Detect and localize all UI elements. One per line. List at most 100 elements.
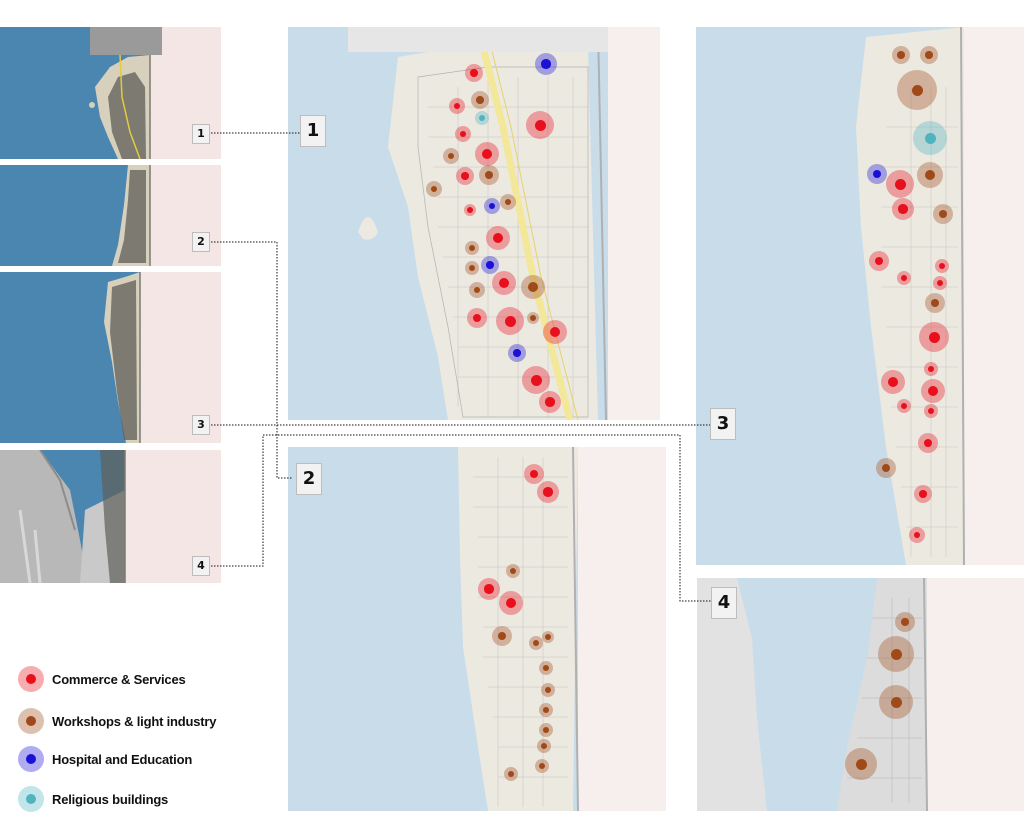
commerce-marker <box>935 259 949 273</box>
legend-item-commerce: Commerce & Services <box>18 664 186 694</box>
workshops-marker <box>479 165 499 185</box>
commerce-marker-core <box>545 397 555 407</box>
detail-map-2 <box>288 447 666 811</box>
commerce-marker-core <box>937 280 943 286</box>
commerce-marker-core <box>492 232 504 244</box>
workshops-marker <box>878 636 914 672</box>
hospital-marker-core <box>488 202 496 210</box>
commerce-marker <box>539 391 561 413</box>
commerce-marker-core <box>453 102 461 110</box>
commerce-marker <box>455 126 471 142</box>
workshops-marker-core <box>545 687 551 693</box>
workshops-marker-core <box>473 286 481 294</box>
overview-label-1[interactable]: 1 <box>192 124 210 144</box>
workshops-marker-core <box>469 245 475 251</box>
workshops-marker-core <box>890 696 902 708</box>
commerce-marker-core <box>484 584 494 594</box>
workshops-marker <box>542 631 554 643</box>
commerce-marker <box>465 64 483 82</box>
workshops-marker-core <box>510 568 516 574</box>
commerce-marker-core <box>530 374 542 386</box>
overview-panel-1 <box>0 27 221 159</box>
legend-label-workshops: Workshops & light industry <box>52 713 217 729</box>
commerce-marker <box>919 322 949 352</box>
hospital-marker <box>481 256 499 274</box>
workshops-marker <box>933 204 953 224</box>
commerce-marker <box>543 320 567 344</box>
workshops-dot-icon <box>18 708 44 734</box>
legend-label-religious: Religious buildings <box>52 791 169 807</box>
connector-2 <box>211 241 292 479</box>
commerce-dot-icon <box>18 666 44 692</box>
workshops-marker <box>539 661 553 675</box>
commerce-marker <box>475 142 499 166</box>
commerce-marker-core <box>894 178 906 190</box>
commerce-marker <box>869 251 889 271</box>
workshops-marker-core <box>938 209 948 219</box>
workshops-marker <box>539 723 553 737</box>
overview-label-2[interactable]: 2 <box>192 232 210 252</box>
legend-item-hospital: Hospital and Education <box>18 744 192 774</box>
overview-panel-3 <box>0 272 221 443</box>
commerce-marker <box>886 170 914 198</box>
workshops-marker-core <box>497 631 507 641</box>
workshops-marker <box>506 564 520 578</box>
workshops-marker <box>541 683 555 697</box>
commerce-marker <box>522 366 550 394</box>
workshops-marker-core <box>530 315 536 321</box>
workshops-marker <box>443 148 459 164</box>
workshops-marker <box>471 91 489 109</box>
commerce-marker-core <box>913 531 921 539</box>
commerce-marker <box>492 271 516 295</box>
commerce-marker-core <box>461 172 469 180</box>
workshops-marker-core <box>543 707 549 713</box>
workshops-marker <box>537 739 551 753</box>
workshops-marker <box>426 181 442 197</box>
commerce-marker <box>524 464 544 484</box>
commerce-marker-core <box>472 313 482 323</box>
workshops-marker <box>469 282 485 298</box>
legend-label-hospital: Hospital and Education <box>52 751 193 767</box>
detail-label-4[interactable]: 4 <box>711 587 737 619</box>
hospital-marker <box>867 164 887 184</box>
detail-map-3 <box>696 27 1024 565</box>
workshops-marker <box>895 612 915 632</box>
religious-marker <box>475 111 489 125</box>
commerce-marker-core <box>887 376 899 388</box>
commerce-marker <box>897 271 911 285</box>
workshops-marker <box>917 162 943 188</box>
commerce-marker <box>924 362 938 376</box>
commerce-marker-core <box>874 256 884 266</box>
commerce-marker-core <box>549 326 561 338</box>
commerce-marker-core <box>504 315 516 327</box>
legend-item-religious: Religious buildings <box>18 784 168 814</box>
religious-marker-core <box>479 115 485 121</box>
commerce-marker-core <box>928 408 934 414</box>
workshops-marker <box>521 275 545 299</box>
commerce-marker <box>914 485 932 503</box>
workshops-marker-core <box>911 84 923 96</box>
workshops-marker-core <box>541 743 547 749</box>
workshops-marker <box>892 46 910 64</box>
workshops-marker-core <box>924 169 936 181</box>
workshops-marker-core <box>469 265 475 271</box>
hospital-marker <box>535 53 557 75</box>
workshops-marker-core <box>504 198 512 206</box>
workshops-marker <box>845 748 877 780</box>
hospital-marker <box>508 344 526 362</box>
workshops-marker-core <box>543 727 549 733</box>
commerce-marker <box>526 111 554 139</box>
overview-label-4[interactable]: 4 <box>192 556 210 576</box>
workshops-marker-core <box>900 617 910 627</box>
hospital-marker <box>484 198 500 214</box>
hospital-marker-core <box>486 261 494 269</box>
commerce-marker-core <box>928 331 940 343</box>
commerce-marker-core <box>927 385 939 397</box>
detail-label-3[interactable]: 3 <box>710 408 736 440</box>
commerce-marker-core <box>923 438 933 448</box>
detail-label-2[interactable]: 2 <box>296 463 322 495</box>
workshops-marker-core <box>925 51 933 59</box>
detail-label-1[interactable]: 1 <box>300 115 326 147</box>
overview-label-3[interactable]: 3 <box>192 415 210 435</box>
commerce-marker <box>881 370 905 394</box>
